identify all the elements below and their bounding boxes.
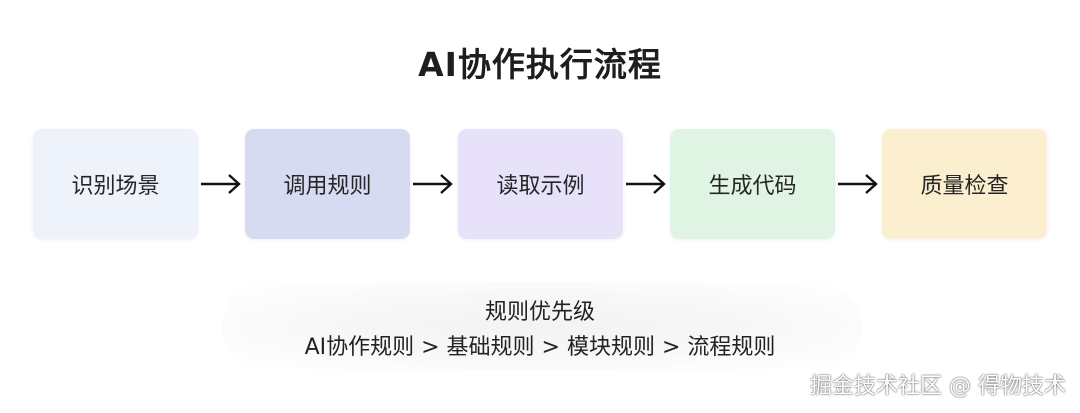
step-read-examples: 读取示例 (458, 129, 623, 239)
arrow-right-icon (626, 174, 666, 194)
step-label: 调用规则 (283, 174, 372, 199)
arrow-right-icon (201, 174, 241, 194)
priority-title: 规则优先级 (484, 300, 595, 325)
step-generate-code: 生成代码 (670, 129, 835, 239)
step-label: 识别场景 (71, 174, 160, 199)
step-quality-check: 质量检查 (882, 129, 1047, 239)
flow-diagram: 识别场景 调用规则 读取示例 生成代码 质量检查 (33, 129, 1047, 239)
step-label: 读取示例 (496, 174, 585, 199)
step-invoke-rules: 调用规则 (245, 129, 410, 239)
step-label: 质量检查 (920, 174, 1009, 199)
step-label: 生成代码 (708, 174, 797, 199)
diagram-title: AI协作执行流程 (418, 45, 662, 84)
priority-order: AI协作规则 > 基础规则 > 模块规则 > 流程规则 (304, 335, 776, 360)
watermark: 掘金技术社区 @ 得物技术 (810, 374, 1066, 399)
arrow-right-icon (838, 174, 878, 194)
priority-panel (222, 282, 862, 370)
arrow-right-icon (413, 174, 453, 194)
step-identify-scene: 识别场景 (33, 129, 198, 239)
